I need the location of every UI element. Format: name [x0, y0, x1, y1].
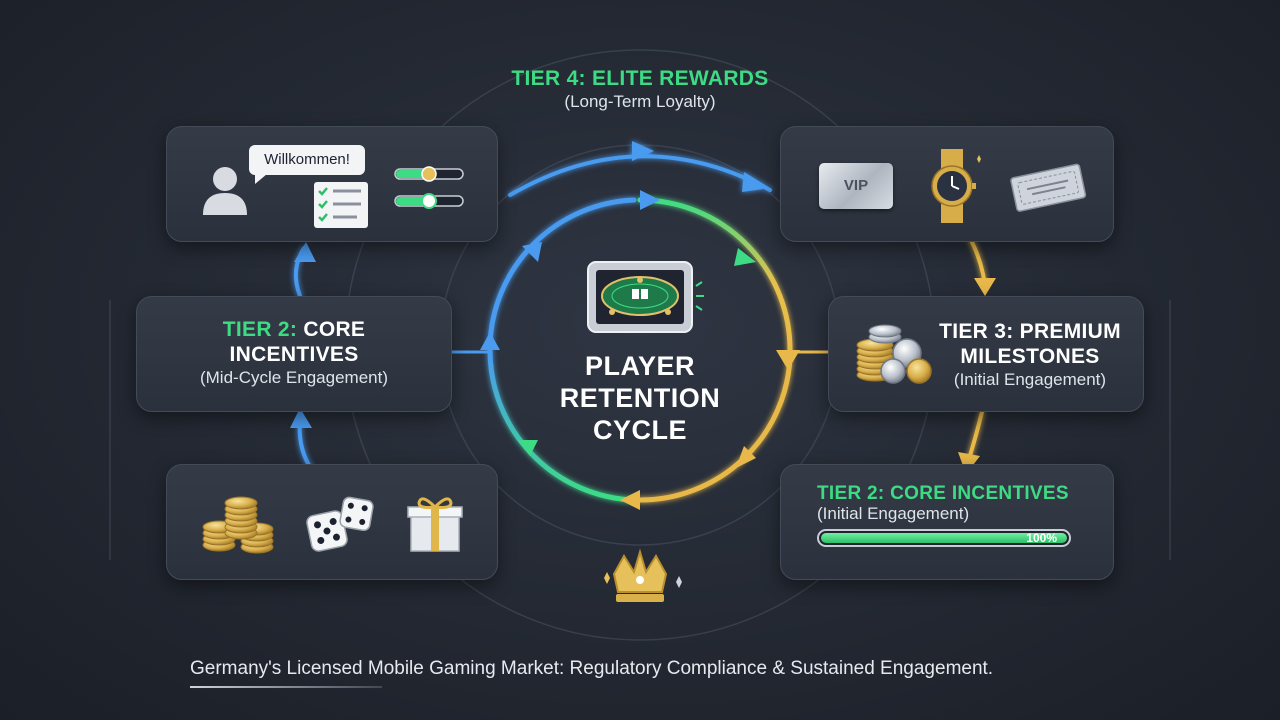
- vip-card-icon: VIP: [819, 163, 893, 209]
- gift-box-icon: [407, 497, 463, 552]
- center-title-line1: PLAYER: [584, 351, 696, 381]
- elite-rewards-card: VIP: [780, 126, 1114, 242]
- tier2-right-title: TIER 2: CORE INCENTIVES: [817, 481, 1069, 506]
- ticket-icon: [1010, 163, 1087, 212]
- bonus-card: [166, 464, 498, 580]
- tier3-tier: TIER 3:: [939, 320, 1014, 343]
- center-title-line3: CYCLE: [592, 415, 687, 445]
- tier3-subtitle: (Initial Engagement): [953, 370, 1107, 389]
- center-title: PLAYER RETENTION CYCLE: [540, 350, 740, 446]
- tier4-title: TIER 4: ELITE REWARDS: [440, 66, 840, 91]
- tier2-left-card: TIER 2: CORE INCENTIVES (Mid-Cycle Engag…: [136, 296, 452, 412]
- coin-stack-icon: [202, 496, 274, 554]
- tier2-left-title-line1: TIER 2: CORE: [137, 317, 451, 342]
- gold-watch-icon: [931, 149, 981, 223]
- engagement-progress-label: 100%: [1026, 531, 1057, 545]
- outer-arc-arrow: [508, 141, 772, 197]
- tier3-card: TIER 3: PREMIUM MILESTONES (Initial Enga…: [828, 296, 1144, 412]
- tier3-name-line1: PREMIUM: [1019, 320, 1121, 343]
- tablet-poker-table-icon: [587, 261, 704, 333]
- tier2-right-subtitle: (Initial Engagement): [817, 504, 970, 523]
- tier2-left-name-line1: CORE: [303, 318, 366, 341]
- tier3-name-line2: MILESTONES: [960, 345, 1100, 368]
- left-up-arrowheads: [290, 242, 316, 428]
- tier2-left-tier: TIER 2:: [222, 318, 298, 341]
- tier2-right-tier: TIER 2:: [817, 483, 885, 504]
- dice-icon: [306, 496, 374, 552]
- center-title-line2: RETENTION: [559, 383, 721, 413]
- tier4-name: ELITE REWARDS: [592, 67, 769, 90]
- footer-underline: [190, 686, 382, 688]
- tier4-tier: TIER 4:: [511, 67, 586, 90]
- coin-stack-icon: [856, 324, 932, 384]
- inner-cycle-arrowheads: [480, 190, 800, 510]
- footer-caption: Germany's Licensed Mobile Gaming Market:…: [190, 658, 994, 679]
- welcome-card: Willkommen!: [166, 126, 498, 242]
- tier4-label: TIER 4: ELITE REWARDS (Long-Term Loyalty…: [440, 66, 840, 113]
- engagement-progress-bar: 100%: [817, 529, 1071, 547]
- engagement-progress-fill: [821, 533, 1067, 543]
- tier4-subtitle: (Long-Term Loyalty): [564, 92, 716, 111]
- tier2-right-name: CORE INCENTIVES: [890, 483, 1069, 504]
- toggle-switch-icon: [394, 166, 464, 209]
- tier2-left-subtitle: (Mid-Cycle Engagement): [199, 368, 388, 387]
- tier3-text: TIER 3: PREMIUM MILESTONES (Initial Enga…: [925, 319, 1135, 391]
- checklist-icon: [314, 182, 368, 228]
- tier2-left-name-line2: INCENTIVES: [229, 343, 359, 366]
- tier2-right-card: TIER 2: CORE INCENTIVES (Initial Engagem…: [780, 464, 1114, 580]
- welcome-speech-bubble: Willkommen!: [249, 145, 365, 184]
- crown-icon: [604, 548, 682, 602]
- right-down-arrowheads: [958, 278, 996, 474]
- user-avatar-icon: [203, 167, 247, 215]
- tier3-title-line1: TIER 3: PREMIUM: [925, 319, 1135, 344]
